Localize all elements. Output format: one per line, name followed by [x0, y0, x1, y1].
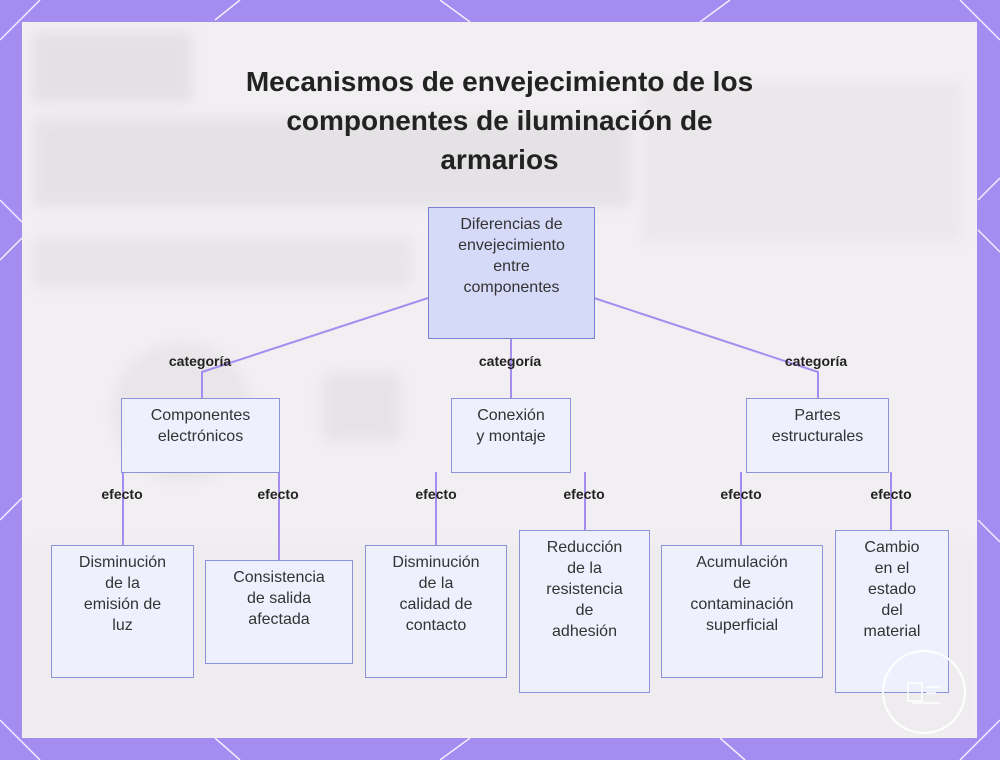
- edge-label-efecto: efecto: [870, 486, 912, 502]
- node-text: electrónicos: [157, 428, 244, 445]
- node-text: Reducción: [546, 539, 623, 556]
- node-text: Partes: [794, 407, 841, 424]
- node-text: afectada: [248, 611, 310, 628]
- edge-root-cat1: [201, 297, 429, 398]
- effect-node-calidad-contacto: Disminución de la calidad de contacto: [365, 545, 507, 678]
- node-text: Conexión: [477, 407, 545, 424]
- edge-label-efecto: efecto: [415, 486, 457, 502]
- edge-label-categoria: categoría: [168, 353, 232, 369]
- node-text: material: [863, 623, 921, 640]
- edge-label-efecto: efecto: [257, 486, 299, 502]
- edge-label-categoria: categoría: [784, 353, 848, 369]
- node-text: entre: [493, 258, 530, 275]
- category-node-conexion-montaje: Conexión y montaje: [451, 398, 571, 473]
- category-node-componentes-electronicos: Componentes electrónicos: [121, 398, 280, 473]
- title-line: armarios: [440, 144, 559, 175]
- category-node-partes-estructurales: Partes estructurales: [746, 398, 889, 473]
- node-text: de: [733, 575, 751, 592]
- connector-lines: [122, 297, 892, 560]
- edge-label-efecto: efecto: [101, 486, 143, 502]
- node-text: estado: [867, 581, 917, 598]
- node-text: Acumulación: [696, 554, 788, 571]
- root-node: Diferencias de envejecimiento entre comp…: [428, 207, 595, 339]
- node-text: superficial: [705, 617, 779, 634]
- node-text: resistencia: [546, 581, 623, 598]
- node-text: Diferencias de: [460, 216, 563, 233]
- title-line: componentes de iluminación de: [286, 105, 713, 136]
- node-text: de: [575, 602, 594, 619]
- node-text: envejecimiento: [458, 237, 565, 254]
- node-text: calidad de: [399, 596, 473, 613]
- node-text: en el: [874, 560, 910, 577]
- edge-label-efecto: efecto: [720, 486, 762, 502]
- node-text: de la: [418, 575, 454, 592]
- edge-root-cat3: [593, 297, 819, 398]
- effect-node-consistencia-salida: Consistencia de salida afectada: [205, 560, 353, 664]
- effect-node-resistencia-adhesion: Reducción de la resistencia de adhesión: [519, 530, 650, 693]
- title-line: Mecanismos de envejecimiento de los: [245, 66, 754, 97]
- node-text: Componentes: [150, 407, 251, 424]
- watermark-badge-icon: [882, 650, 966, 734]
- node-text: de la: [567, 560, 602, 577]
- node-text: Disminución: [78, 554, 167, 571]
- node-text: componentes: [463, 279, 560, 296]
- diagram-card: Mecanismos de envejecimiento de los comp…: [22, 22, 977, 738]
- effect-node-emision-luz: Disminución de la emisión de luz: [51, 545, 194, 678]
- node-text: de salida: [246, 590, 312, 607]
- node-text: Disminución: [392, 554, 480, 571]
- node-text: estructurales: [771, 428, 864, 445]
- edge-label-efecto: efecto: [563, 486, 605, 502]
- tree-diagram: Diferencias de envejecimiento entre comp…: [22, 22, 977, 738]
- node-text: Cambio: [864, 539, 920, 556]
- node-text: del: [881, 602, 903, 619]
- node-text: Consistencia: [233, 569, 325, 586]
- edge-label-categoria: categoría: [478, 353, 542, 369]
- node-text: de la: [105, 575, 140, 592]
- diagram-title: Mecanismos de envejecimiento de los comp…: [182, 62, 817, 179]
- node-text: luz: [112, 617, 133, 634]
- node-text: y montaje: [476, 428, 546, 445]
- node-text: adhesión: [552, 623, 617, 640]
- effect-node-contaminacion-superficial: Acumulación de contaminación superficial: [661, 545, 823, 678]
- node-text: contaminación: [690, 596, 794, 613]
- node-text: emisión de: [83, 596, 162, 613]
- node-text: contacto: [405, 617, 467, 634]
